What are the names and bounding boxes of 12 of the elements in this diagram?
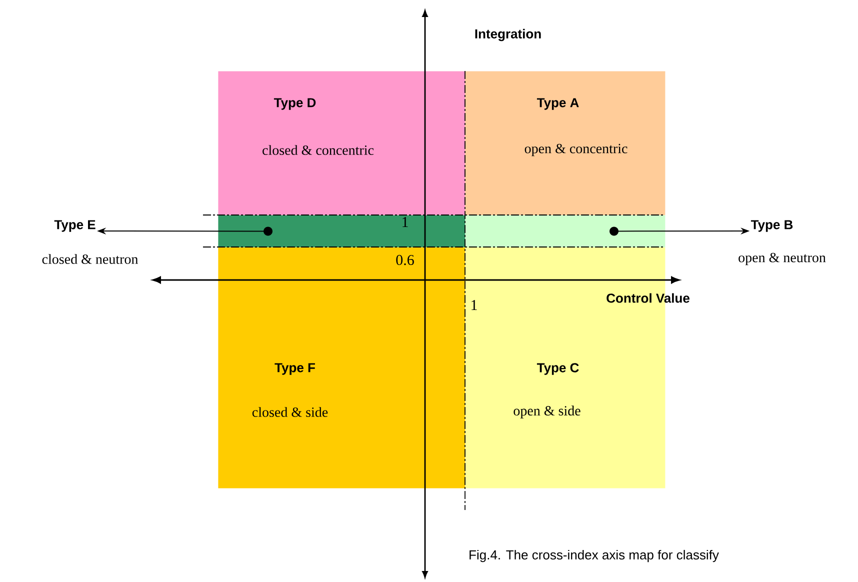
tick-label: 0.6: [396, 254, 414, 266]
type-label: Type E closed & neutron: [42, 220, 138, 264]
type-label: Type B open & neutron: [738, 220, 826, 266]
tick-label: 1: [402, 217, 408, 227]
band-bar: [218, 215, 466, 248]
axis-label: Integration: [475, 28, 541, 42]
quadrant-box: Type D closed & concentric: [218, 71, 466, 216]
tick-label: 1: [472, 300, 477, 310]
axis-label: Control Value: [606, 293, 690, 303]
caption: Fig.4. The cross-index axis map for classify: [470, 550, 719, 562]
quadrant-box: Type A open & concentric: [465, 71, 666, 216]
band-bar: [465, 215, 666, 248]
